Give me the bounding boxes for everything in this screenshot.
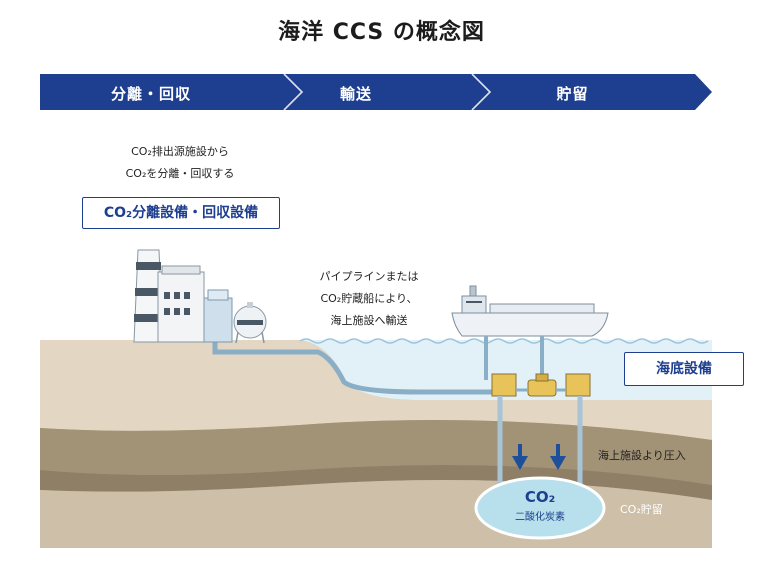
flow-step-capture: 分離・回収 — [110, 85, 191, 103]
transport-line-1: パイプラインまたは — [319, 270, 419, 283]
injection-label: 海上施設より圧入 — [598, 449, 686, 462]
factory-building — [157, 265, 205, 343]
sea-water — [300, 340, 712, 400]
flow-divider-1 — [283, 74, 304, 110]
capture-facility-label: CO₂分離設備・回収設備 — [82, 197, 280, 229]
seabed-facility-label: 海底設備 — [624, 352, 744, 386]
storage-co2-formula: CO₂ — [524, 488, 556, 506]
flow-divider-2 — [471, 74, 492, 110]
rock-layer-brown — [40, 420, 712, 485]
transport-line-3: 海上施設へ輸送 — [330, 314, 408, 327]
flow-step-storage: 貯留 — [556, 85, 589, 103]
co2-storage-reservoir — [474, 476, 606, 540]
page-title: 海洋 CCS の概念図 — [278, 20, 485, 45]
flow-step-transport: 輸送 — [339, 85, 372, 103]
capture-line-2: CO₂を分離・回収する — [125, 167, 235, 180]
land-top-layer — [40, 340, 712, 440]
subsea-equipment — [491, 373, 591, 397]
co2-pipeline — [212, 300, 500, 395]
injection-arrow-right — [550, 444, 566, 470]
injection-arrow-left — [512, 444, 528, 470]
separation-tank — [203, 289, 233, 343]
flow-banner-shape — [40, 74, 712, 110]
storage-label: CO₂貯留 — [620, 503, 663, 516]
transport-line-2: CO₂貯蔵船により、 — [320, 292, 418, 305]
spherical-tank — [233, 302, 267, 344]
capture-description: CO₂排出源施設から CO₂を分離・回収する — [60, 141, 300, 185]
process-flow-banner — [40, 74, 712, 110]
sea-surface-waves — [299, 338, 709, 344]
transport-description: パイプラインまたは CO₂貯蔵船により、 海上施設へ輸送 — [284, 266, 454, 332]
capture-line-1: CO₂排出源施設から — [131, 145, 229, 158]
storage-co2-name: 二酸化炭素 — [515, 512, 565, 523]
rock-layer-dark — [40, 465, 712, 500]
co2-transport-ship — [451, 285, 609, 337]
